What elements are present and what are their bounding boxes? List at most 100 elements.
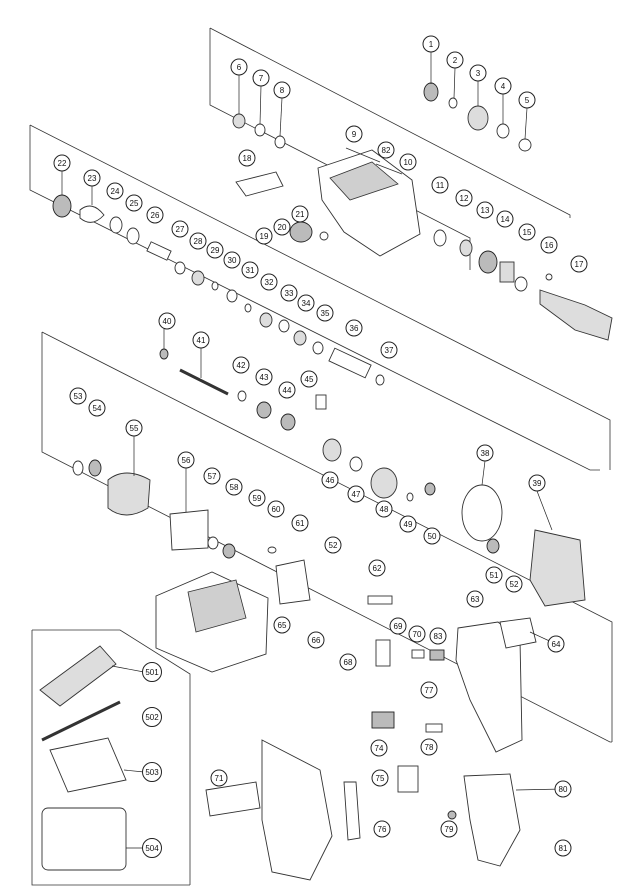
callout-circle — [469, 64, 487, 82]
callout-number: 8 — [280, 86, 285, 95]
callout-number: 50 — [428, 532, 437, 541]
callout-number: 17 — [575, 260, 584, 269]
part-callout-42: 42 — [232, 356, 250, 374]
callout-circle — [316, 304, 334, 322]
part-callout-501: 501 — [142, 662, 162, 682]
part-callout-8: 8 — [273, 81, 291, 99]
part-callout-31: 31 — [241, 261, 259, 279]
part-callout-26: 26 — [146, 206, 164, 224]
leader-lines — [61, 52, 564, 849]
part-callout-41: 41 — [192, 331, 210, 349]
part-callout-76: 76 — [373, 820, 391, 838]
part-callout-504: 504 — [142, 838, 162, 858]
callout-circle — [300, 370, 318, 388]
callout-number: 40 — [163, 317, 172, 326]
callout-number: 52 — [510, 580, 519, 589]
chuck-parts — [232, 82, 532, 152]
part-callout-48: 48 — [375, 500, 393, 518]
callout-number: 7 — [259, 74, 264, 83]
front-housing-assembly — [235, 147, 613, 341]
part-callout-62: 62 — [368, 559, 386, 577]
callout-number: 51 — [490, 571, 499, 580]
callout-circle — [528, 474, 546, 492]
callout-circle — [496, 210, 514, 228]
callout-circle — [570, 255, 588, 273]
callout-circle — [255, 227, 273, 245]
part-callout-82: 82 — [377, 141, 395, 159]
callout-circle — [260, 273, 278, 291]
callout-circle — [225, 478, 243, 496]
part-callout-18: 18 — [238, 149, 256, 167]
part-callout-83: 83 — [429, 627, 447, 645]
part-callout-14: 14 — [496, 210, 514, 228]
callout-circle — [273, 81, 291, 99]
part-callout-63: 63 — [466, 590, 484, 608]
callout-circle — [368, 559, 386, 577]
part-callout-34: 34 — [297, 294, 315, 312]
callout-circle — [347, 485, 365, 503]
callout-circle — [297, 294, 315, 312]
callout-number: 81 — [559, 844, 568, 853]
part-callout-52: 52 — [505, 575, 523, 593]
part-callout-5: 5 — [518, 91, 536, 109]
callout-circle — [476, 444, 494, 462]
callout-number: 49 — [404, 520, 413, 529]
callout-number: 55 — [130, 424, 139, 433]
callout-number: 25 — [130, 199, 139, 208]
callout-number: 61 — [296, 519, 305, 528]
callout-number: 60 — [272, 505, 281, 514]
callout-circle — [420, 681, 438, 699]
callout-number: 501 — [145, 668, 159, 677]
callout-number: 1 — [429, 40, 434, 49]
callout-number: 74 — [375, 744, 384, 753]
callout-number: 36 — [350, 324, 359, 333]
callout-circle — [485, 566, 503, 584]
callout-circle — [324, 536, 342, 554]
callout-number: 46 — [326, 476, 335, 485]
part-callout-74: 74 — [370, 739, 388, 757]
part-callout-33: 33 — [280, 284, 298, 302]
part-callout-57: 57 — [203, 467, 221, 485]
part-callout-68: 68 — [339, 653, 357, 671]
part-callout-77: 77 — [420, 681, 438, 699]
callout-number: 21 — [296, 210, 305, 219]
callout-circle — [505, 575, 523, 593]
callout-number: 80 — [559, 785, 568, 794]
callout-number: 68 — [344, 658, 353, 667]
part-callout-15: 15 — [518, 223, 536, 241]
callout-circle — [422, 35, 440, 53]
callout-circle — [125, 419, 143, 437]
callout-number: 504 — [145, 844, 159, 853]
callout-circle — [518, 91, 536, 109]
callout-circle — [158, 312, 176, 330]
gear-and-motor-parts — [72, 348, 586, 607]
part-callout-37: 37 — [380, 341, 398, 359]
callout-number: 32 — [265, 278, 274, 287]
callout-number: 11 — [436, 181, 445, 190]
callout-circle — [554, 839, 572, 857]
callout-circle — [53, 154, 71, 172]
part-callout-69: 69 — [389, 617, 407, 635]
part-callout-60: 60 — [267, 500, 285, 518]
callout-circle — [223, 251, 241, 269]
callout-circle — [291, 514, 309, 532]
part-callout-27: 27 — [171, 220, 189, 238]
callout-number: 54 — [93, 404, 102, 413]
callout-number: 44 — [283, 386, 292, 395]
part-callout-10: 10 — [399, 153, 417, 171]
callout-number: 39 — [533, 479, 542, 488]
callout-circle — [255, 368, 273, 386]
callout-circle — [307, 631, 325, 649]
callout-circle — [420, 738, 438, 756]
callout-number: 47 — [352, 490, 361, 499]
callout-circle — [389, 617, 407, 635]
part-callout-40: 40 — [158, 312, 176, 330]
callout-number: 26 — [151, 211, 160, 220]
callout-circle — [142, 762, 162, 782]
part-callout-20: 20 — [273, 218, 291, 236]
callout-circle — [518, 223, 536, 241]
callout-circle — [370, 739, 388, 757]
callout-number: 71 — [215, 774, 224, 783]
callout-number: 76 — [378, 825, 387, 834]
part-callout-65: 65 — [273, 616, 291, 634]
